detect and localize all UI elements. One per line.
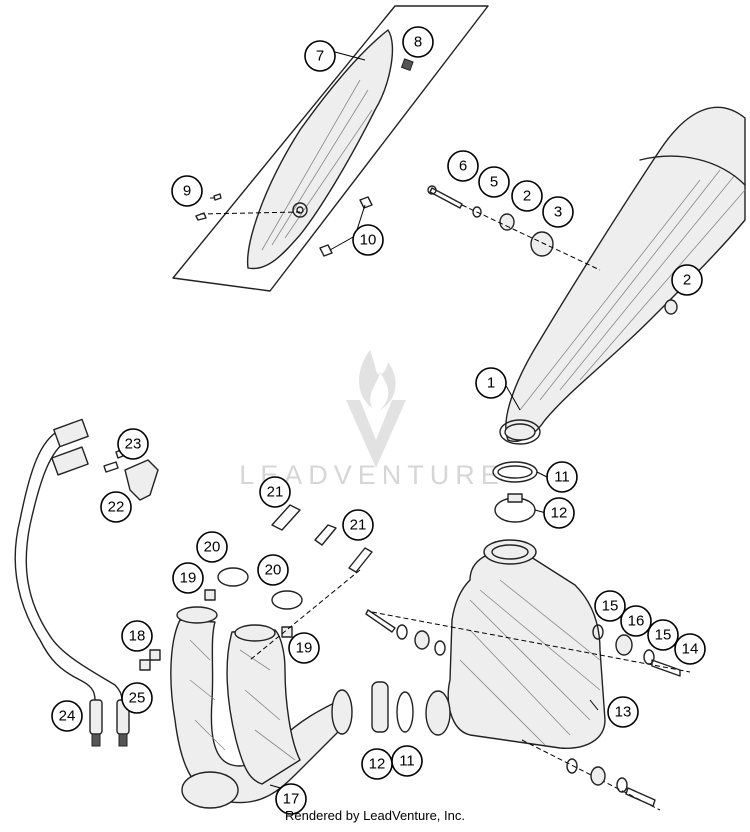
seal-ring-11-lower: [396, 691, 414, 733]
gasket-20-a: [217, 567, 249, 587]
axis-14: [371, 611, 691, 673]
callout-10: 10: [352, 224, 384, 256]
callout-2-a: 2: [511, 180, 543, 212]
svg-text:12: 12: [551, 505, 568, 522]
callout-9: 9: [171, 175, 203, 207]
mounting-hardware: [427, 185, 678, 315]
callout-12-upper: 12: [543, 497, 575, 529]
svg-text:13: 13: [615, 704, 632, 721]
o2-sensor-harness: [14, 418, 130, 747]
svg-text:6: 6: [459, 158, 467, 175]
callout-18: 18: [121, 620, 153, 652]
callout-7: 7: [304, 40, 336, 72]
svg-text:20: 20: [204, 539, 221, 556]
svg-text:7: 7: [316, 48, 324, 65]
svg-text:16: 16: [628, 613, 645, 630]
nut-18-a: [149, 649, 161, 661]
svg-text:12: 12: [369, 756, 386, 773]
svg-text:5: 5: [490, 174, 498, 191]
callout-15-b: 15: [647, 619, 679, 651]
callout-14: 14: [674, 633, 706, 665]
svg-text:19: 19: [296, 640, 313, 657]
callout-12-lower: 12: [361, 748, 393, 780]
svg-text:19: 19: [180, 570, 197, 587]
callout-21-a: 21: [259, 476, 291, 508]
callout-17: 17: [275, 783, 307, 815]
callout-23: 23: [117, 428, 149, 460]
callout-22: 22: [100, 491, 132, 523]
leader-7: [334, 51, 366, 61]
svg-text:8: 8: [414, 34, 422, 51]
callout-11-upper: 11: [546, 461, 578, 493]
inset-frame: [172, 5, 489, 292]
callout-24: 24: [51, 700, 83, 732]
callout-19-b: 19: [288, 632, 320, 664]
svg-text:14: 14: [682, 641, 699, 658]
header-pipe: [170, 606, 353, 809]
svg-text:18: 18: [129, 628, 146, 645]
callout-2-b: 2: [671, 264, 703, 296]
callout-19-a: 19: [172, 562, 204, 594]
svg-text:24: 24: [59, 708, 76, 725]
callout-25: 25: [121, 682, 153, 714]
watermark-logo-icon: [346, 350, 406, 468]
clamp-12-lower: [371, 681, 389, 733]
bracket-22: [124, 459, 159, 501]
svg-text:10: 10: [360, 232, 377, 249]
footer-credit: Rendered by LeadVenture, Inc.: [285, 808, 465, 823]
svg-text:15: 15: [602, 598, 619, 615]
callout-15-a: 15: [594, 590, 626, 622]
callout-13: 13: [607, 696, 639, 728]
callout-3: 3: [542, 196, 574, 228]
clip-10-b: [319, 244, 333, 257]
svg-text:11: 11: [399, 753, 415, 770]
svg-text:1: 1: [487, 375, 495, 392]
callout-20-a: 20: [196, 531, 228, 563]
svg-text:25: 25: [129, 690, 146, 707]
box-bolts-upper: [365, 609, 681, 677]
svg-text:11: 11: [554, 469, 570, 486]
screw-9-a: [195, 212, 207, 221]
callout-8: 8: [402, 26, 434, 58]
callout-11-lower: 11: [391, 745, 423, 777]
svg-text:2: 2: [523, 188, 531, 205]
silencer-box: [425, 539, 606, 749]
callout-20-b: 20: [257, 554, 289, 586]
axis-9: [199, 211, 301, 215]
svg-text:21: 21: [350, 517, 367, 534]
nut-18-b: [139, 659, 151, 671]
heat-shield: [246, 29, 394, 270]
callout-6: 6: [447, 150, 479, 182]
gasket-20-b: [271, 590, 303, 610]
svg-text:3: 3: [554, 204, 562, 221]
nut-19-a: [204, 589, 216, 601]
clip-8: [400, 58, 414, 72]
screw-9-b: [213, 193, 222, 201]
svg-text:15: 15: [655, 627, 672, 644]
svg-text:21: 21: [267, 484, 284, 501]
callout-21-b: 21: [342, 509, 374, 541]
nut-19-b: [281, 626, 293, 638]
box-bolts-lower: [566, 758, 656, 807]
callout-5: 5: [478, 166, 510, 198]
clip-10-a: [359, 196, 373, 209]
leader-1: [504, 383, 521, 411]
svg-text:17: 17: [283, 791, 300, 808]
leader-13: [589, 699, 599, 711]
studs-21: [271, 504, 373, 573]
svg-text:20: 20: [265, 562, 282, 579]
axis-mount: [461, 204, 601, 271]
callout-16: 16: [620, 605, 652, 637]
callout-1: 1: [475, 367, 507, 399]
svg-text:22: 22: [108, 499, 125, 516]
svg-text:9: 9: [183, 183, 191, 200]
screw-23-a: [103, 461, 119, 473]
muffler: [499, 106, 746, 445]
svg-text:23: 23: [125, 436, 142, 453]
svg-text:2: 2: [683, 272, 691, 289]
